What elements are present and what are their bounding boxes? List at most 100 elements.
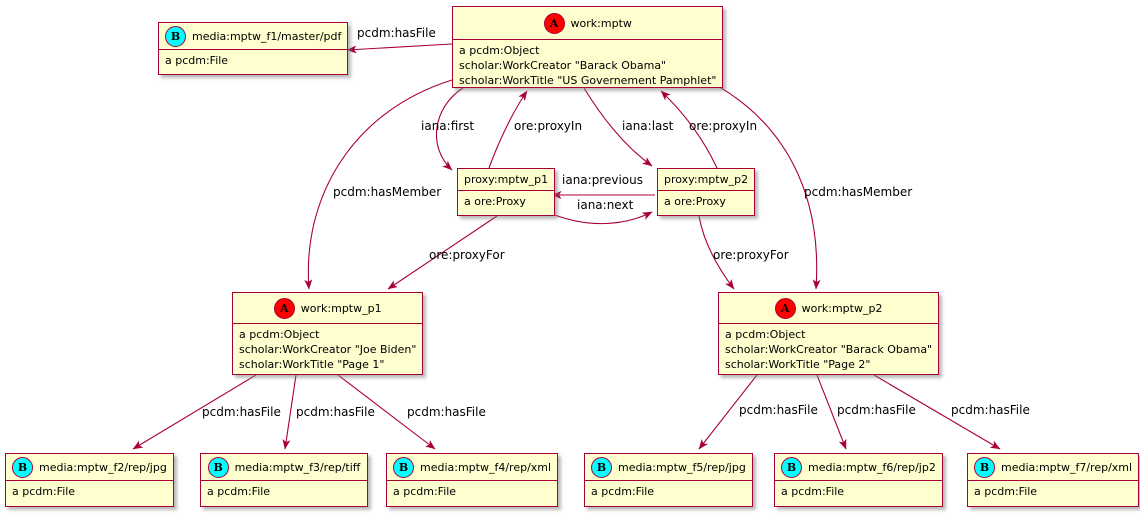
node-media-f5-body: a pcdm:File [585, 481, 752, 502]
node-title-text: media:mptw_f5/rep/jpg [618, 460, 746, 474]
node-media-f6-body: a pcdm:File [775, 481, 942, 502]
attribute-line: a ore:Proxy [664, 195, 726, 208]
edge-label-proxyin-p1: ore:proxyIn [514, 119, 583, 133]
spot-b-icon: B [781, 456, 802, 478]
edge-proxyfor-p1 [387, 215, 498, 290]
attribute-line: scholar:WorkCreator "Barack Obama" [725, 343, 933, 356]
node-proxy-p1: proxy:mptw_p1 a ore:Proxy [457, 168, 556, 216]
node-media-f2-body: a pcdm:File [6, 481, 173, 502]
node-media-f5-title: B media:mptw_f5/rep/jpg [585, 454, 752, 481]
edge-label-iana-last: iana:last [622, 119, 674, 133]
node-title-text: work:mptw_p1 [300, 301, 382, 315]
edge-label-hasfile-f4: pcdm:hasFile [407, 405, 486, 419]
node-media-f4: B media:mptw_f4/rep/xml a pcdm:File [386, 453, 559, 507]
attribute-line: a pcdm:File [207, 485, 271, 498]
node-media-f2-title: B media:mptw_f2/rep/jpg [6, 454, 173, 481]
node-proxy-p2-body: a ore:Proxy [658, 191, 754, 212]
node-work-mptw-title: A work:mptw [453, 7, 723, 40]
edge-proxyfor-p2 [698, 215, 735, 290]
edge-label-iana-previous: iana:previous [562, 173, 643, 187]
edge-hasfile-f6 [816, 374, 847, 450]
attribute-line: a pcdm:Object [459, 44, 540, 57]
node-work-p1: A work:mptw_p1 a pcdm:Object scholar:Wor… [232, 292, 424, 375]
attribute-line: scholar:WorkCreator "Barack Obama" [459, 59, 667, 72]
node-media-f1-title: B media:mptw_f1/master/pdf [159, 23, 348, 50]
edge-hasmember-p2 [689, 71, 821, 290]
edge-hasfile-f5 [698, 374, 758, 450]
node-media-f4-body: a pcdm:File [387, 481, 557, 502]
node-proxy-p1-body: a ore:Proxy [458, 191, 554, 212]
attribute-line: a pcdm:File [12, 485, 76, 498]
node-work-mptw-body: a pcdm:Object scholar:WorkCreator "Barac… [453, 40, 722, 91]
edge-proxyin-p2 [660, 90, 718, 169]
node-work-p1-body: a pcdm:Object scholar:WorkCreator "Joe B… [233, 324, 422, 375]
spot-a-icon: A [774, 297, 796, 319]
node-media-f5: B media:mptw_f5/rep/jpg a pcdm:File [584, 453, 753, 507]
edge-label-iana-first: iana:first [421, 119, 475, 133]
node-media-f6: B media:mptw_f6/rep/jp2 a pcdm:File [774, 453, 943, 507]
node-title-text: media:mptw_f2/rep/jpg [39, 460, 167, 474]
edge-label-hasmember-p1: pcdm:hasMember [333, 185, 442, 199]
edge-hasfile-f1 [346, 43, 453, 54]
edge-hasfile-f7 [873, 374, 1001, 450]
node-media-f1: B media:mptw_f1/master/pdf a pcdm:File [158, 22, 349, 75]
spot-a-icon: A [543, 12, 565, 34]
edge-label-proxyfor-p1: ore:proxyFor [429, 248, 505, 262]
node-proxy-p2: proxy:mptw_p2 a ore:Proxy [657, 168, 756, 216]
node-title-text: work:mptw [570, 16, 632, 30]
attribute-line: scholar:WorkCreator "Joe Biden" [239, 343, 417, 356]
attribute-line: scholar:WorkTitle "Page 1" [239, 358, 385, 371]
attribute-line: a pcdm:File [591, 485, 655, 498]
spot-b-icon: B [974, 456, 995, 478]
spot-b-icon: B [12, 456, 33, 478]
edge-label-hasmember-p2: pcdm:hasMember [804, 185, 913, 199]
edge-hasfile-f2 [132, 374, 257, 450]
attribute-line: a ore:Proxy [464, 195, 526, 208]
node-title-text: media:mptw_f7/rep/xml [1001, 460, 1133, 474]
edge-iana-next [546, 211, 653, 225]
node-media-f6-title: B media:mptw_f6/rep/jp2 [775, 454, 942, 481]
node-title-text: media:mptw_f4/rep/xml [420, 460, 552, 474]
edge-label-hasfile-f2: pcdm:hasFile [202, 405, 281, 419]
node-media-f7: B media:mptw_f7/rep/xml a pcdm:File [967, 453, 1140, 507]
node-media-f2: B media:mptw_f2/rep/jpg a pcdm:File [5, 453, 174, 507]
node-title-text: proxy:mptw_p2 [664, 173, 749, 186]
node-proxy-p2-title: proxy:mptw_p2 [658, 169, 755, 191]
edge-label-hasfile-f6: pcdm:hasFile [837, 403, 916, 417]
node-title-text: media:mptw_f1/master/pdf [192, 29, 342, 43]
node-title-text: proxy:mptw_p1 [464, 173, 549, 186]
edge-hasfile-f4 [337, 374, 436, 450]
node-media-f4-title: B media:mptw_f4/rep/xml [387, 454, 558, 481]
attribute-line: a pcdm:Object [725, 328, 806, 341]
edge-label-iana-next: iana:next [577, 198, 634, 212]
spot-b-icon: B [393, 456, 414, 478]
edge-iana-last [583, 87, 653, 167]
node-media-f7-title: B media:mptw_f7/rep/xml [968, 454, 1139, 481]
attribute-line: a pcdm:File [974, 485, 1038, 498]
node-title-text: work:mptw_p2 [801, 301, 883, 315]
node-work-p2-title: A work:mptw_p2 [719, 293, 939, 324]
edge-label-proxyfor-p2: ore:proxyFor [713, 248, 789, 262]
edge-proxyin-p1 [488, 90, 528, 169]
node-work-p1-title: A work:mptw_p1 [233, 293, 423, 324]
node-media-f3-title: B media:mptw_f3/rep/tiff [201, 454, 367, 481]
edge-label-hasfile-f5: pcdm:hasFile [739, 403, 818, 417]
spot-a-icon: A [273, 297, 295, 319]
attribute-line: a pcdm:Object [239, 328, 320, 341]
attribute-line: a pcdm:File [781, 485, 845, 498]
node-title-text: media:mptw_f6/rep/jp2 [808, 460, 936, 474]
node-work-p2-body: a pcdm:Object scholar:WorkCreator "Barac… [719, 324, 938, 375]
edge-label-hasfile-f3: pcdm:hasFile [296, 405, 375, 419]
node-media-f3: B media:mptw_f3/rep/tiff a pcdm:File [200, 453, 368, 507]
spot-b-icon: B [207, 456, 229, 478]
spot-b-icon: B [165, 25, 186, 47]
edge-iana-first [435, 87, 464, 171]
node-media-f3-body: a pcdm:File [201, 481, 367, 502]
edge-label-hasfile-f1: pcdm:hasFile [357, 26, 436, 40]
node-proxy-p1-title: proxy:mptw_p1 [458, 169, 555, 191]
attribute-line: scholar:WorkTitle "Page 2" [725, 358, 871, 371]
attribute-line: scholar:WorkTitle "US Governement Pamphl… [459, 74, 717, 87]
node-title-text: media:mptw_f3/rep/tiff [234, 460, 361, 474]
